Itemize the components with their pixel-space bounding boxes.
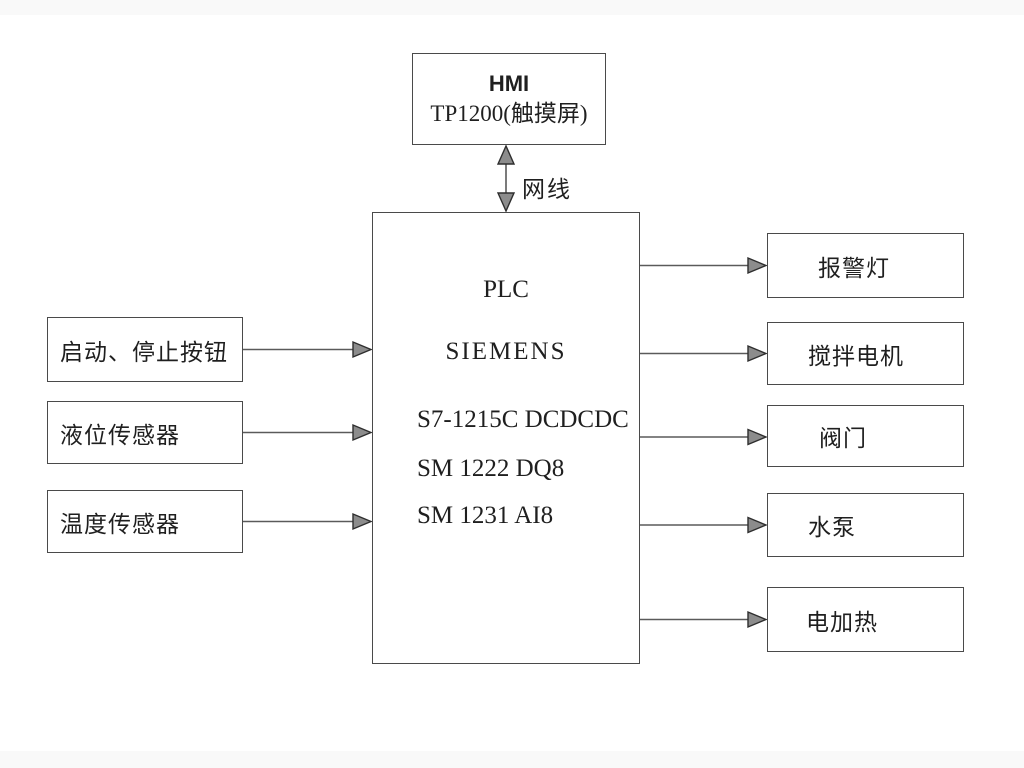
arrowhead-right-icon	[352, 340, 373, 359]
output-box-valve: 阀门	[767, 405, 964, 467]
output-label: 搅拌电机	[808, 343, 904, 369]
output-box-electric-heater: 电加热	[767, 587, 964, 652]
output-box-stir-motor: 搅拌电机	[767, 322, 964, 385]
input-box-start-stop-buttons: 启动、停止按钮	[47, 317, 243, 382]
hmi-box: HMI TP1200(触摸屏)	[412, 53, 606, 145]
input-label: 液位传感器	[60, 422, 180, 448]
plc-cpu-model: S7-1215C DCDCDC	[417, 406, 629, 433]
arrowhead-up-icon	[496, 144, 516, 165]
arrowhead-right-icon	[747, 344, 768, 363]
output-box-water-pump: 水泵	[767, 493, 964, 557]
input-box-temperature-sensor: 温度传感器	[47, 490, 243, 553]
arrowhead-right-icon	[747, 256, 768, 275]
output-label: 阀门	[819, 426, 867, 451]
arrowhead-right-icon	[747, 610, 768, 629]
scan-artifact-top	[0, 0, 1024, 15]
network-link-label: 网线	[522, 177, 572, 202]
arrowhead-down-icon	[496, 192, 516, 213]
output-label: 电加热	[806, 609, 878, 635]
plc-vendor-label: SIEMENS	[445, 338, 567, 365]
arrowhead-right-icon	[747, 428, 768, 446]
hmi-title: HMI	[488, 71, 530, 96]
plc-module-ai8: SM 1231 AI8	[417, 502, 554, 529]
output-label: 报警灯	[818, 255, 890, 281]
input-box-level-sensor: 液位传感器	[47, 401, 243, 464]
arrowhead-right-icon	[352, 423, 373, 442]
output-box-alarm-lamp: 报警灯	[767, 233, 964, 298]
arrowhead-right-icon	[352, 512, 373, 531]
hmi-subtitle: TP1200(触摸屏)	[430, 101, 588, 126]
scan-artifact-bottom	[0, 751, 1024, 768]
plc-label: PLC	[483, 276, 529, 303]
plc-module-dq8: SM 1222 DQ8	[417, 455, 565, 482]
input-label: 启动、停止按钮	[60, 339, 228, 365]
arrowhead-right-icon	[747, 516, 768, 534]
input-label: 温度传感器	[60, 511, 180, 537]
output-label: 水泵	[808, 515, 856, 540]
plc-box: PLC SIEMENS S7-1215C DCDCDC SM 1222 DQ8 …	[372, 212, 640, 664]
